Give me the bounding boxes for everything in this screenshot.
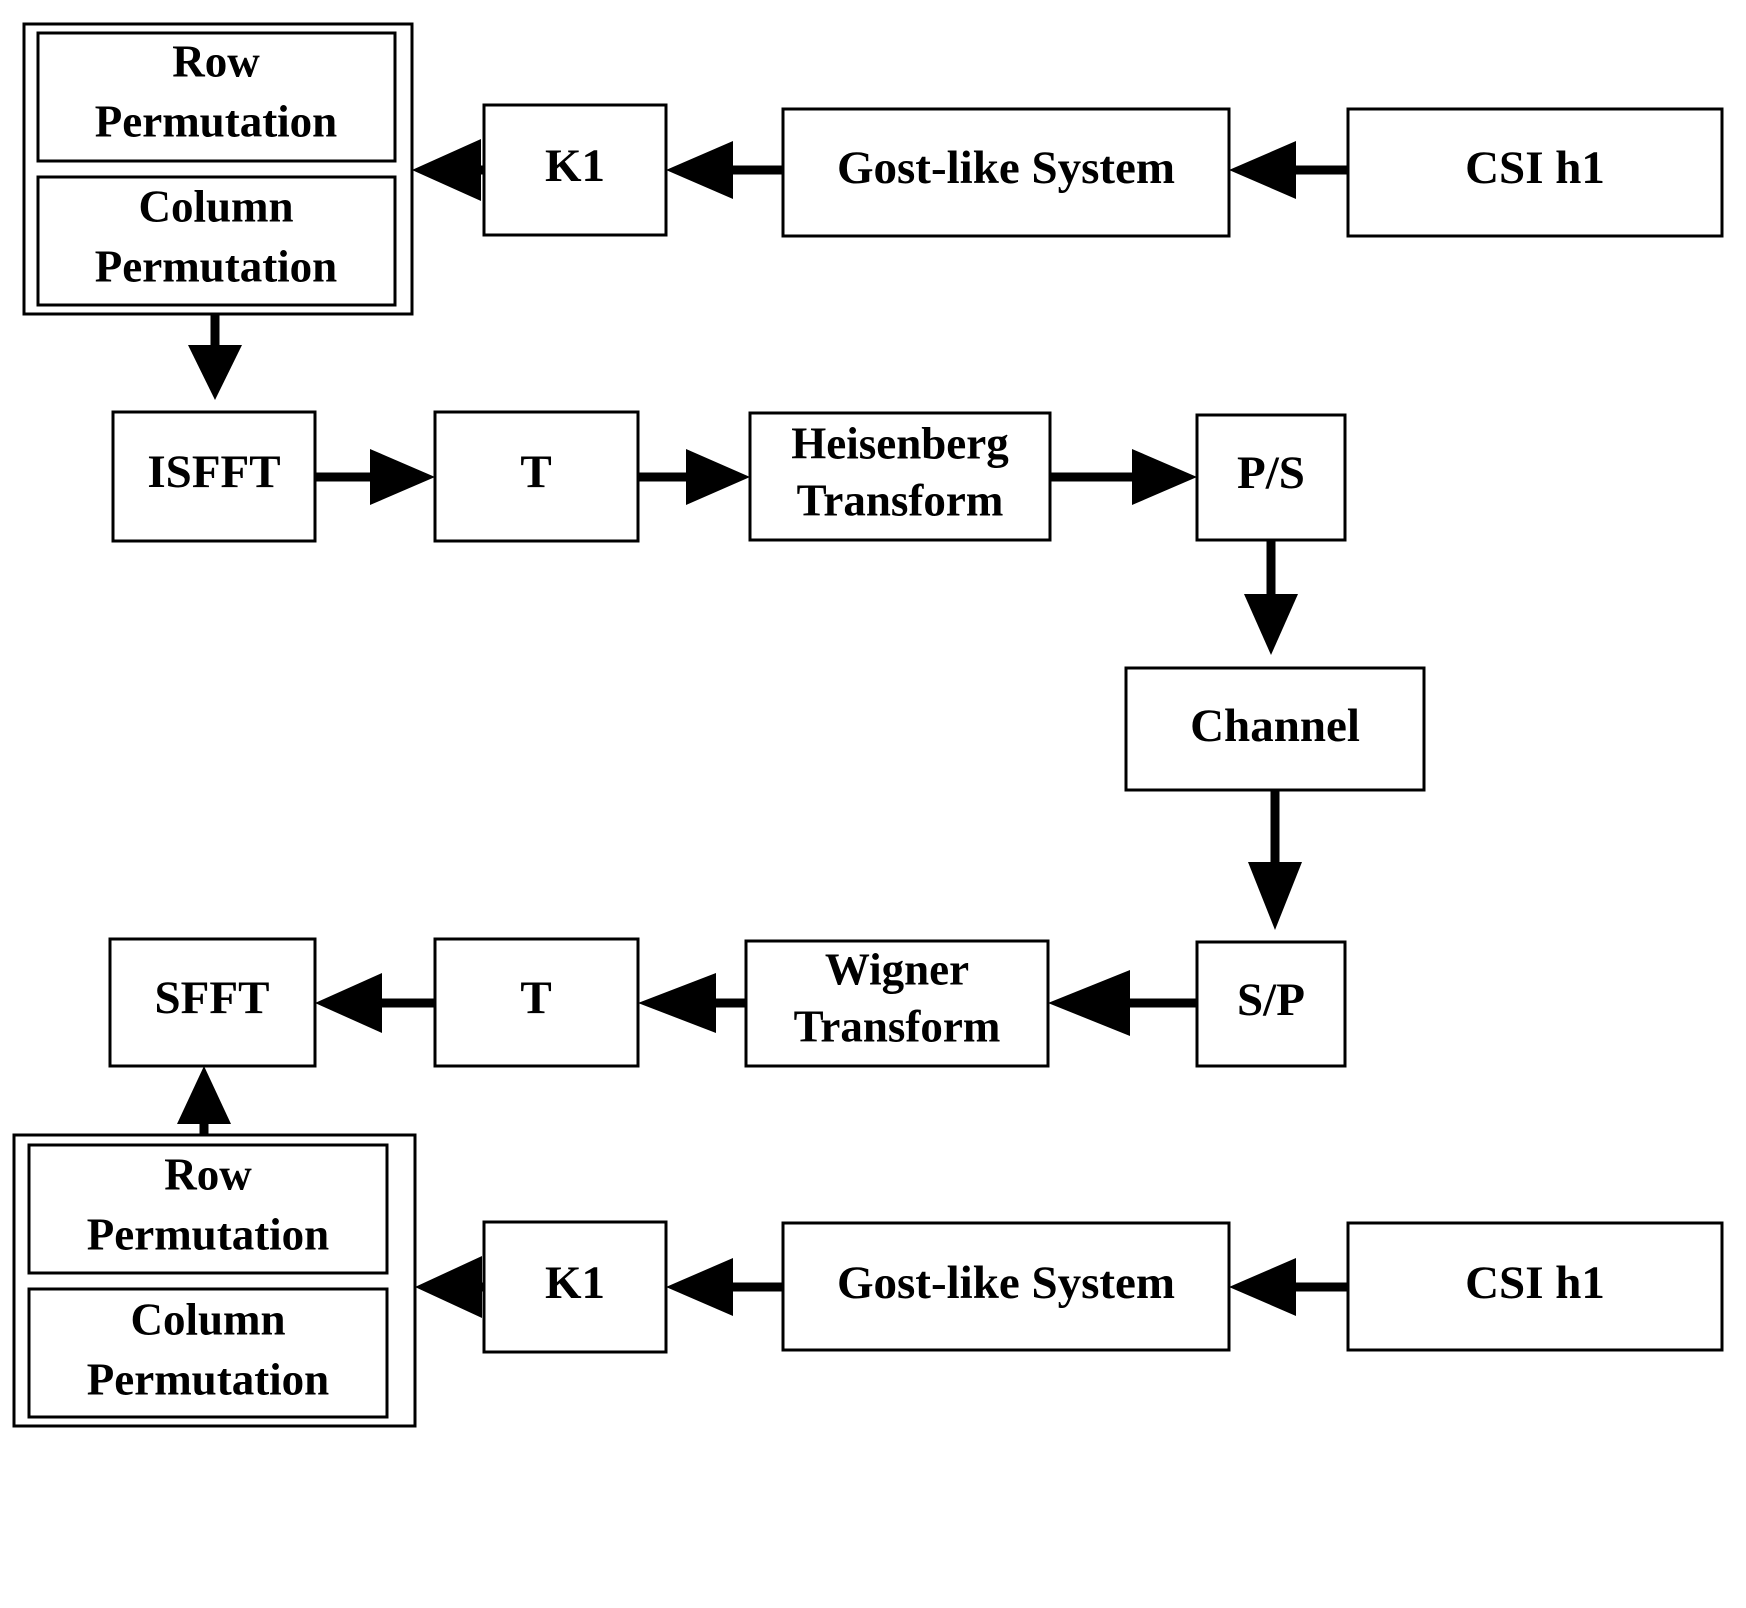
tx-gost-like-system-label: Gost-like System <box>837 142 1175 194</box>
edge-tx-csi-to-gost <box>1229 141 1348 199</box>
rx-row-permutation-box[interactable] <box>27 1143 389 1275</box>
isfft-label: ISFFT <box>147 446 280 498</box>
rx-column-permutation-label-line1: Column <box>130 1294 285 1344</box>
edge-ps-to-channel <box>1244 540 1298 655</box>
edge-isfft-to-t <box>315 449 435 505</box>
tx-k1-label: K1 <box>545 140 605 192</box>
tx-column-permutation-label-line1: Column <box>138 181 293 231</box>
edge-rx-k1-to-permutation <box>415 1256 484 1318</box>
edge-tx-t-to-heisenberg <box>638 449 750 505</box>
ps-box[interactable] <box>1195 413 1347 542</box>
edge-heisenberg-to-ps <box>1050 449 1197 505</box>
rx-column-permutation-box[interactable] <box>27 1287 389 1419</box>
edge-rx-permutation-to-sfft <box>177 1066 231 1135</box>
tx-row-permutation-label-line1: Row <box>172 36 260 86</box>
edge-tx-permutation-to-isfft <box>188 314 242 400</box>
rx-k1-box[interactable] <box>482 1220 668 1354</box>
wigner-transform-label-line1: Wigner <box>825 944 969 994</box>
rx-permutation-group <box>12 1133 417 1428</box>
rx-t-box[interactable] <box>433 937 640 1068</box>
rx-row-permutation-label-line1: Row <box>164 1149 252 1199</box>
edge-rx-gost-to-k1 <box>666 1258 783 1316</box>
heisenberg-transform-box[interactable] <box>748 411 1052 542</box>
edge-rx-t-to-sfft <box>315 973 435 1033</box>
sfft-box[interactable] <box>108 937 317 1068</box>
tx-column-permutation-label-line2: Permutation <box>95 241 337 291</box>
edge-rx-csi-to-gost <box>1229 1258 1348 1316</box>
wigner-transform-label-line2: Transform <box>794 1001 1001 1051</box>
rx-csi-h1-box[interactable] <box>1346 1221 1724 1352</box>
rx-t-label: T <box>520 972 551 1024</box>
edge-tx-k1-to-permutation <box>412 139 484 201</box>
edge-channel-to-sp <box>1248 790 1302 930</box>
tx-t-label: T <box>520 446 551 498</box>
sp-label: S/P <box>1237 974 1305 1026</box>
wigner-transform-box[interactable] <box>744 939 1050 1068</box>
edge-tx-gost-to-k1 <box>666 141 783 199</box>
heisenberg-transform-label-line2: Transform <box>797 475 1004 525</box>
channel-box[interactable] <box>1124 666 1426 792</box>
rx-gost-like-system-label: Gost-like System <box>837 1257 1175 1309</box>
rx-row-permutation-label-line2: Permutation <box>87 1209 329 1259</box>
edge-sp-to-wigner <box>1048 970 1197 1036</box>
sfft-label: SFFT <box>155 972 270 1024</box>
ps-label: P/S <box>1237 447 1305 499</box>
heisenberg-transform-label-line1: Heisenberg <box>791 418 1009 468</box>
rx-k1-label: K1 <box>545 1257 605 1309</box>
channel-label: Channel <box>1190 700 1360 752</box>
sp-box[interactable] <box>1195 940 1347 1068</box>
tx-row-permutation-label-line2: Permutation <box>95 96 337 146</box>
rx-gost-like-system-box[interactable] <box>781 1221 1231 1352</box>
tx-row-permutation-box[interactable] <box>36 31 397 163</box>
rx-column-permutation-label-line2: Permutation <box>87 1354 329 1404</box>
tx-column-permutation-box[interactable] <box>36 175 397 307</box>
edge-wigner-to-rx-t <box>638 973 746 1033</box>
rx-csi-h1-label: CSI h1 <box>1465 1257 1605 1309</box>
tx-csi-h1-label: CSI h1 <box>1465 142 1605 194</box>
